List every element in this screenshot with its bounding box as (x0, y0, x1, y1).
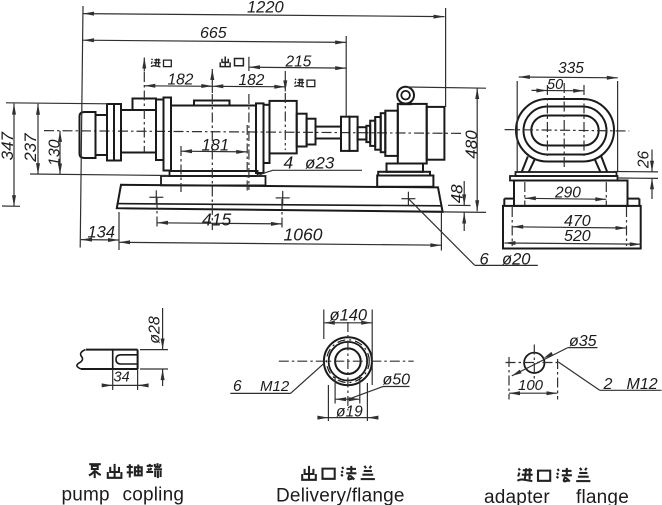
svg-text:ø19: ø19 (336, 403, 363, 420)
svg-text:100: 100 (518, 377, 544, 394)
svg-text:M12: M12 (627, 376, 658, 393)
svg-text:6: 6 (233, 378, 242, 395)
svg-text:50: 50 (547, 77, 563, 93)
svg-text:ø20: ø20 (502, 250, 531, 268)
svg-text:347: 347 (0, 131, 17, 160)
svg-text:ø23: ø23 (305, 153, 335, 172)
svg-text:237: 237 (21, 133, 40, 163)
svg-text:ø28: ø28 (147, 316, 164, 344)
svg-text:215: 215 (285, 53, 312, 70)
svg-text:2: 2 (603, 376, 613, 393)
svg-text:290: 290 (554, 184, 581, 201)
svg-text:181: 181 (202, 136, 230, 154)
svg-text:34: 34 (114, 370, 130, 386)
svg-text:pump: pump (62, 485, 110, 505)
svg-text:130: 130 (47, 139, 64, 166)
svg-text:adapter: adapter (484, 487, 550, 505)
svg-text:665: 665 (200, 25, 227, 42)
svg-text:4: 4 (284, 152, 294, 172)
svg-text:134: 134 (88, 224, 116, 242)
svg-text:182: 182 (168, 72, 194, 89)
svg-text:flange: flange (576, 487, 629, 505)
svg-text:copling: copling (123, 485, 185, 505)
svg-text:48: 48 (448, 184, 467, 203)
svg-text:ø140: ø140 (330, 306, 368, 324)
svg-text:Delivery/flange: Delivery/flange (276, 486, 405, 505)
svg-text:1060: 1060 (284, 224, 323, 244)
svg-text:ø35: ø35 (569, 333, 597, 350)
svg-text:6: 6 (480, 250, 490, 268)
svg-text:1220: 1220 (247, 0, 285, 16)
svg-text:470: 470 (564, 213, 591, 230)
svg-text:182: 182 (239, 72, 265, 89)
svg-text:M12: M12 (260, 378, 290, 395)
svg-text:ø50: ø50 (383, 372, 411, 389)
svg-text:520: 520 (564, 228, 591, 245)
svg-text:415: 415 (202, 210, 231, 230)
svg-text:335: 335 (558, 60, 584, 77)
svg-text:480: 480 (462, 130, 481, 159)
svg-text:26: 26 (635, 151, 652, 170)
